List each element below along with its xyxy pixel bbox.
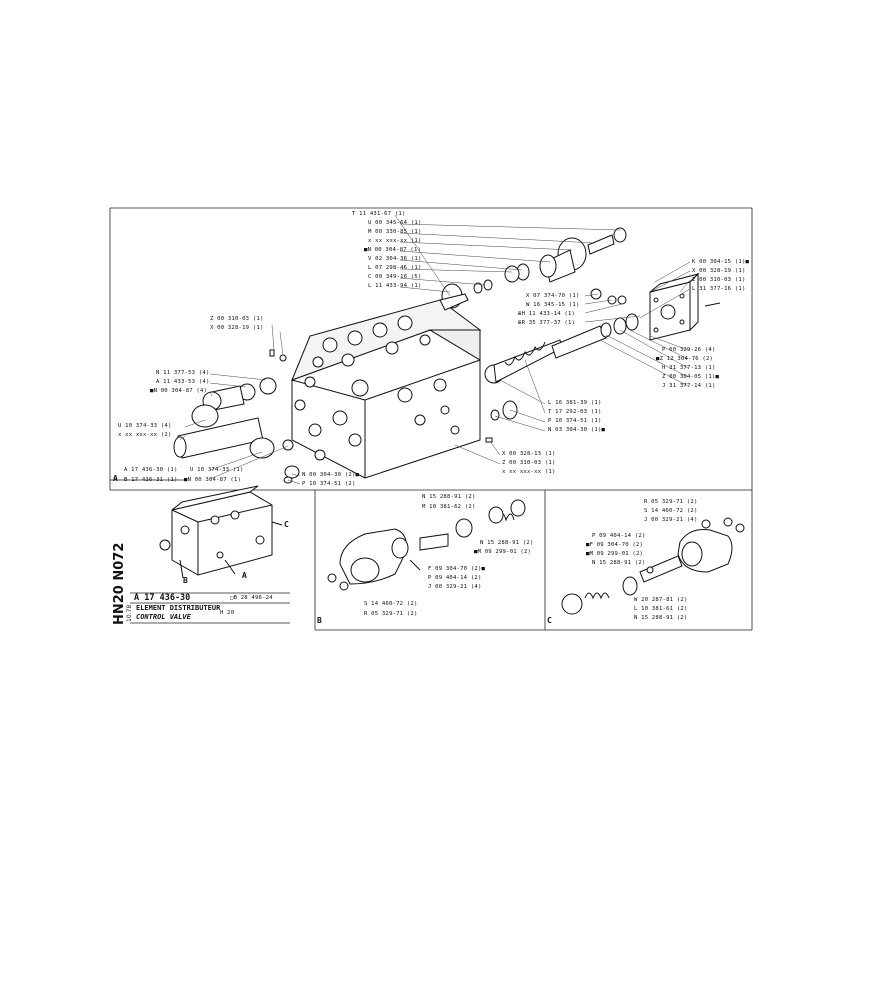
label-right-upper-3: L 31 377-16 (1) <box>692 286 746 292</box>
label-mid-center-3-text: R 35 377-37 (1) <box>521 320 576 326</box>
section-c-bottom-2: N 15 288-91 (2) <box>634 615 688 621</box>
row-a-letter: A <box>113 474 118 483</box>
label-left-top-0: Z 00 310-03 (1) <box>210 316 264 322</box>
end-cap-right <box>649 272 721 341</box>
label-bottom-left-1: B 17 436-31 (1) <box>124 477 178 483</box>
label-right-upper-0-text: K 00 304-15 (1) <box>692 259 746 265</box>
section-b-lower-1: P 09 404-14 (2) <box>428 575 482 581</box>
label-top-2: M 00 330-85 (1) <box>368 229 422 235</box>
label-bottom-right-0: N 00 304-30 (2)■ <box>302 472 360 478</box>
section-c-left-1: ■F 09 304-70 (2) <box>586 542 644 548</box>
label-right-upper-0: K 00 304-15 (1)■ <box>692 259 750 265</box>
label-bottom-left-0: A 17 436-30 (1) <box>124 467 178 473</box>
section-c-bottom-0: W 20 287-81 (2) <box>634 597 688 603</box>
valve-body <box>291 299 482 479</box>
section-b-parts <box>327 499 526 591</box>
section-c-left-0: P 09 404-14 (2) <box>592 533 646 539</box>
label-below-0: X 00 328-13 (1) <box>502 451 556 457</box>
label-bottom-mid-1-text: N 00 304-87 (1) <box>187 477 242 483</box>
ref-alt-text: B 28 496-24 <box>233 595 273 601</box>
label-right-lower-1-text: Z 12 304-76 (2) <box>659 356 714 362</box>
label-left-top-1: X 00 328-19 (1) <box>210 325 264 331</box>
label-right-lower-3: Z 00 304-05 (1)■ <box>662 374 720 380</box>
section-c-top-0: R 05 329-71 (2) <box>644 499 698 505</box>
label-left-low-0: U 10 374-33 (4) <box>118 423 172 429</box>
section-b-right-1: ■M 09 299-01 (2) <box>474 549 532 555</box>
section-c-left-2-text: M 09 299-01 (2) <box>589 551 644 557</box>
label-top-5: V 02 304-36 (1) <box>368 256 422 262</box>
label-left-mid-2: ■N 00 304-87 (4) <box>150 388 208 394</box>
label-mid-center-2-text: H 11 433-14 (1) <box>521 311 576 317</box>
thumb-letter-c: C <box>284 520 289 529</box>
label-below-2: x xx xxx-xx (1) <box>502 469 556 475</box>
side-date: 10.78 <box>126 604 133 622</box>
section-c-left-2: ■M 09 299-01 (2) <box>586 551 644 557</box>
side-code: HN20 N072 <box>112 542 127 625</box>
label-right-lower-2: H 31 377-13 (1) <box>662 365 716 371</box>
label-right-lower-0: P 00 329-26 (4) <box>662 347 716 353</box>
label-left-mid-1: A 11 433-53 (4) <box>156 379 210 385</box>
label-bottom-mid-1: ■N 00 304-87 (1) <box>184 477 242 483</box>
title-en: CONTROL VALVE <box>136 613 191 621</box>
section-b-right-0: N 15 288-91 (2) <box>480 540 534 546</box>
section-c-parts <box>561 517 745 615</box>
section-b-top-0: N 15 288-91 (2) <box>422 494 476 500</box>
label-center-lower-0: L 16 381-39 (1) <box>548 400 602 406</box>
label-right-lower-4: J 31 377-14 (1) <box>662 383 716 389</box>
label-top-4: ■N 00 304-87 (1) <box>364 247 422 253</box>
label-top-8: L 11 433-94 (1) <box>368 283 422 289</box>
label-center-lower-3-text: N 03 304-30 (1) <box>548 427 602 433</box>
section-b-top-1: M 10 381-62 (2) <box>422 504 476 510</box>
label-bottom-right-0-text: N 00 304-30 (2) <box>302 472 356 478</box>
section-b-lower-0: F 09 304-70 (2)■ <box>428 566 486 572</box>
ref-number: A 17 436-30 <box>134 593 191 603</box>
top-spool-parts <box>439 227 627 311</box>
label-top-0: T 11 431-67 (1) <box>352 211 406 217</box>
label-mid-center-1: W 16 345-15 (1) <box>526 302 580 308</box>
model-label: H 20 <box>220 610 235 616</box>
label-right-lower-3-text: Z 00 304-05 (1) <box>662 374 716 380</box>
label-left-mid-0: N 11 377-53 (4) <box>156 370 210 376</box>
section-c-letter: C <box>547 616 552 625</box>
section-c-top-1: S 14 460-72 (2) <box>644 508 698 514</box>
section-b-bottom-0: S 14 460-72 (2) <box>364 601 418 607</box>
section-c-bottom-1: L 10 381-61 (2) <box>634 606 688 612</box>
label-center-lower-2: P 10 374-51 (1) <box>548 418 602 424</box>
label-mid-center-0: X 07 374-70 (1) <box>526 293 580 299</box>
label-bottom-mid-0: U 10 374-33 (1) <box>190 467 244 473</box>
section-b-letter: B <box>317 616 322 625</box>
leader-lines <box>179 214 691 485</box>
label-top-4-text: N 00 304-87 (1) <box>367 247 422 253</box>
label-top-3: x xx xxx-xx (1) <box>368 238 422 244</box>
title-fr: ELEMENT DISTRIBUTEUR <box>136 604 221 612</box>
section-b-bottom-1: R 05 329-71 (2) <box>364 611 418 617</box>
label-center-lower-1: T 17 292-03 (1) <box>548 409 602 415</box>
label-mid-center-2: ⊞H 11 433-14 (1) <box>518 311 576 317</box>
label-right-upper-1: X 00 328-19 (1) <box>692 268 746 274</box>
spool-and-spring <box>484 288 639 443</box>
left-side-parts <box>173 349 300 484</box>
label-below-1: Z 00 310-03 (1) <box>502 460 556 466</box>
label-right-upper-2: Z 00 310-03 (1) <box>692 277 746 283</box>
label-left-low-1: x xx xxx-xx (2) <box>118 432 172 438</box>
label-bottom-right-1: P 10 374-51 (2) <box>302 481 356 487</box>
ref-alt: □B 28 496-24 <box>230 595 273 601</box>
label-left-mid-2-text: N 00 304-87 (4) <box>153 388 208 394</box>
label-center-lower-3: N 03 304-30 (1)■ <box>548 427 606 433</box>
section-c-top-2: J 00 329-21 (4) <box>644 517 698 523</box>
thumb-letter-b: B <box>183 576 188 585</box>
thumb-letter-a: A <box>242 571 247 580</box>
section-c-left-3: N 15 288-91 (2) <box>592 560 646 566</box>
thumbnail-assembly <box>159 485 283 579</box>
section-b-right-1-text: M 09 299-01 (2) <box>477 549 532 555</box>
label-top-1: U 00 345-64 (1) <box>368 220 422 226</box>
section-c-left-1-text: F 09 304-70 (2) <box>589 542 644 548</box>
label-top-7: C 00 349-16 (5) <box>368 274 422 280</box>
label-mid-center-3: ⊞R 35 377-37 (1) <box>518 320 576 326</box>
label-right-lower-1: ■Z 12 304-76 (2) <box>656 356 714 362</box>
label-top-6: L 07 298-46 (1) <box>368 265 422 271</box>
section-b-lower-2: J 00 329-21 (4) <box>428 584 482 590</box>
section-b-lower-0-text: F 09 304-70 (2) <box>428 566 482 572</box>
